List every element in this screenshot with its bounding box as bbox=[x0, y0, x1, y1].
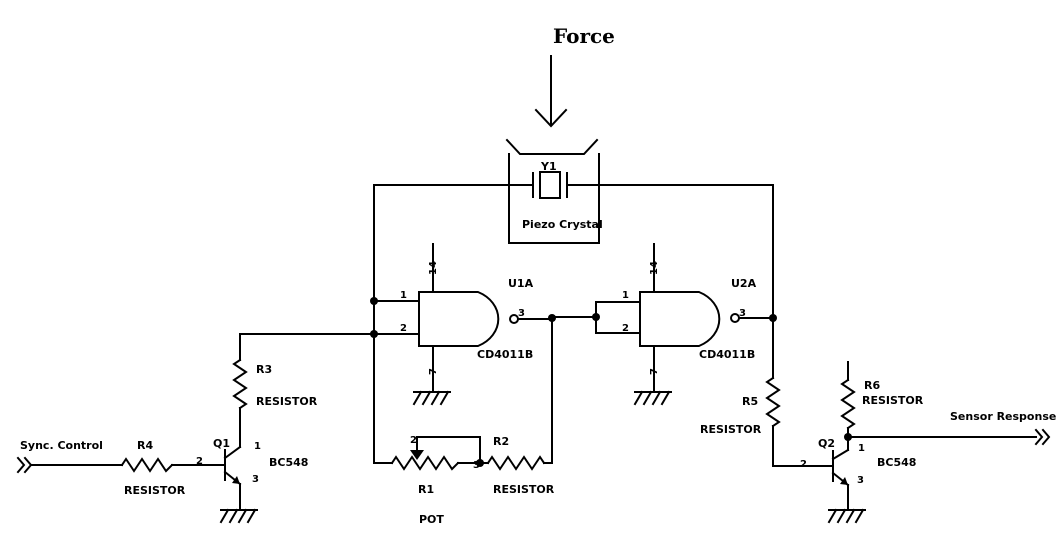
svg-text:7: 7 bbox=[649, 368, 660, 375]
r3-name: RESISTOR bbox=[256, 395, 318, 408]
r6-ref: R6 bbox=[864, 379, 880, 392]
r4-name: RESISTOR bbox=[124, 484, 186, 497]
r5-name: RESISTOR bbox=[700, 423, 762, 436]
ground-symbol bbox=[633, 390, 672, 406]
feedback-wires bbox=[373, 184, 774, 464]
resistor-r2: R2 RESISTOR bbox=[479, 318, 555, 496]
r4-ref: R4 bbox=[137, 439, 153, 452]
ground-symbol bbox=[412, 390, 451, 406]
r6-name: RESISTOR bbox=[862, 394, 924, 407]
svg-text:1: 1 bbox=[254, 441, 261, 452]
q1-part: BC548 bbox=[269, 456, 308, 469]
gate1-ref: U1A bbox=[508, 277, 534, 290]
potentiometer-r1: 2 3 R1 POT bbox=[373, 435, 481, 526]
junction-dots bbox=[370, 297, 852, 467]
svg-text:1: 1 bbox=[400, 290, 407, 301]
r3-ref: R3 bbox=[256, 363, 272, 376]
resistor-r3: R3 RESISTOR bbox=[232, 333, 318, 448]
svg-text:3: 3 bbox=[252, 474, 259, 485]
svg-text:3: 3 bbox=[739, 308, 746, 319]
svg-text:3: 3 bbox=[518, 308, 525, 319]
r2-name: RESISTOR bbox=[493, 483, 555, 496]
r5-ref: R5 bbox=[742, 395, 758, 408]
resistor-r5: R5 RESISTOR bbox=[700, 376, 834, 467]
transistor-q2: 1 2 3 Q2 BC548 bbox=[800, 437, 916, 524]
q2-ref: Q2 bbox=[818, 437, 835, 450]
svg-text:14: 14 bbox=[649, 261, 660, 275]
q2-part: BC548 bbox=[877, 456, 916, 469]
svg-text:2: 2 bbox=[410, 435, 417, 446]
q1-ref: Q1 bbox=[213, 437, 230, 450]
force-arrow: Force bbox=[534, 24, 615, 128]
crystal-name: Piezo Crystal bbox=[522, 218, 603, 231]
svg-text:3: 3 bbox=[857, 475, 864, 486]
sync-control-input: Sync. Control bbox=[16, 439, 123, 474]
piezo-crystal: Y1 Piezo Crystal bbox=[505, 138, 603, 244]
nand-gate-u2a: 1 2 3 14 7 U2A CD4011B bbox=[551, 243, 774, 406]
ground-symbol bbox=[827, 508, 866, 524]
nand-gate-u1a: 1 2 3 14 7 U1A CD4011B bbox=[239, 243, 553, 406]
gate1-part: CD4011B bbox=[477, 348, 533, 361]
resistor-r4: R4 RESISTOR bbox=[120, 439, 226, 497]
ground-symbol bbox=[219, 508, 258, 524]
svg-text:2: 2 bbox=[622, 323, 629, 334]
r1-name: POT bbox=[419, 513, 444, 526]
r1-ref: R1 bbox=[418, 483, 434, 496]
svg-text:3: 3 bbox=[473, 460, 480, 471]
resistor-r6: R6 RESISTOR bbox=[840, 361, 924, 451]
svg-text:2: 2 bbox=[196, 456, 203, 467]
input-label: Sync. Control bbox=[20, 439, 103, 452]
svg-text:14: 14 bbox=[428, 261, 439, 275]
svg-text:2: 2 bbox=[400, 323, 407, 334]
crystal-ref: Y1 bbox=[540, 160, 557, 173]
r2-ref: R2 bbox=[493, 435, 509, 448]
sensor-response-output: Sensor Response bbox=[847, 410, 1056, 446]
svg-text:2: 2 bbox=[800, 459, 807, 470]
svg-text:1: 1 bbox=[622, 290, 629, 301]
output-label: Sensor Response bbox=[950, 410, 1056, 423]
svg-text:7: 7 bbox=[428, 368, 439, 375]
force-label: Force bbox=[553, 24, 615, 48]
svg-text:1: 1 bbox=[858, 443, 865, 454]
transistor-q1: 1 2 3 Q1 BC548 bbox=[196, 437, 308, 524]
gate2-part: CD4011B bbox=[699, 348, 755, 361]
gate2-ref: U2A bbox=[731, 277, 757, 290]
